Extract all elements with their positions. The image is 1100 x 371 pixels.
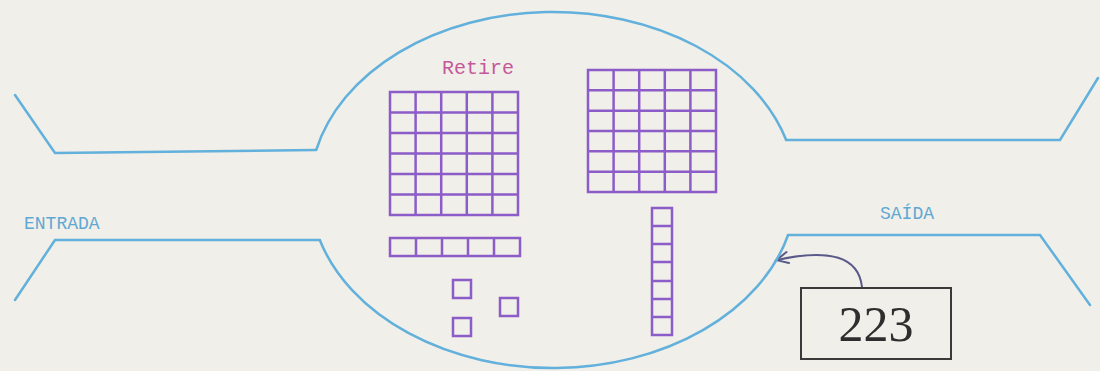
box-rect [801,288,951,359]
curved-arrow [776,252,862,287]
oval-path [316,12,788,368]
oval-region: Retire [310,12,796,368]
answer-number: 223 [839,295,914,353]
base-ten-blocks [390,70,716,336]
inlet-label: ENTRADA [24,214,100,234]
outlet-label: SAÍDA [880,204,934,224]
region-title: Retire [442,57,514,80]
answer-box: 223 [800,287,952,360]
oval-outline [310,12,796,368]
arrow-line [776,255,862,287]
pipe [15,78,1098,305]
